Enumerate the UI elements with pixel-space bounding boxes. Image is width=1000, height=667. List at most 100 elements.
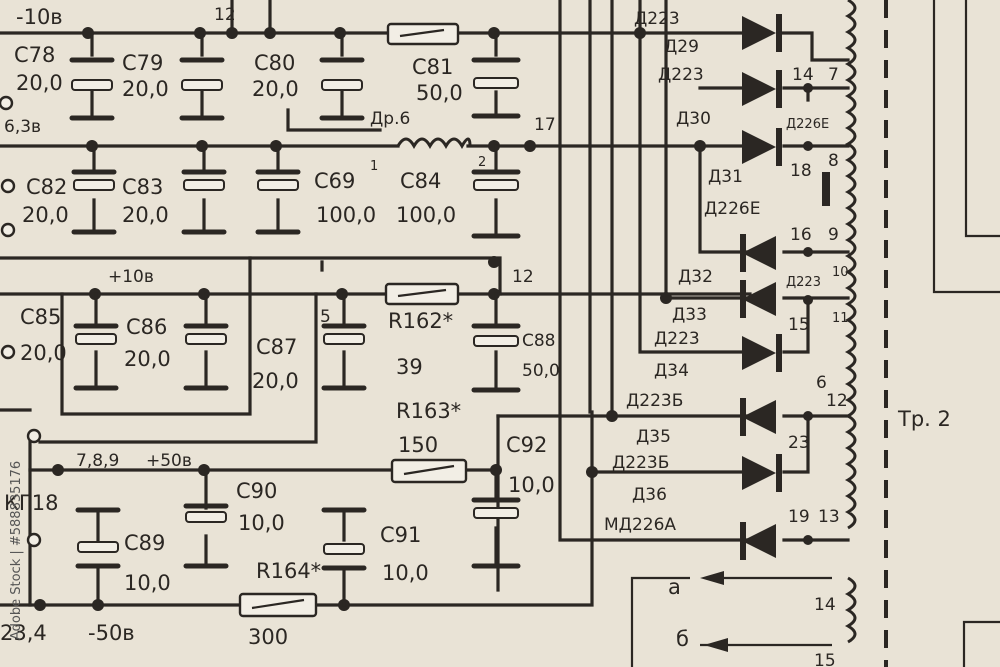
res-r164-value: 300 xyxy=(248,625,288,649)
capacitor-symbols xyxy=(69,31,521,607)
cap-c80-value: 20,0 xyxy=(252,77,299,101)
pin-10: 10 xyxy=(832,265,849,280)
cap-c78-name: C78 xyxy=(14,43,55,67)
transformer-winding xyxy=(822,0,888,667)
res-r162-name: R162* xyxy=(388,309,453,333)
pin-16: 16 xyxy=(790,225,812,245)
cap-c81-name: C81 xyxy=(412,55,453,79)
connector-pins: 7,8,9 xyxy=(76,451,119,471)
pin-n2: 2 xyxy=(478,155,486,170)
transformer-label: Тр. 2 xyxy=(897,407,951,431)
cap-c90-name: C90 xyxy=(236,479,277,503)
cap-c87-name: C87 xyxy=(256,335,297,359)
diode-d30-name: Д30 xyxy=(676,109,711,129)
diode-d36-name: Д36 xyxy=(632,485,667,505)
pin-n1: 1 xyxy=(370,159,378,174)
voltage-neg10: -10в xyxy=(16,5,63,29)
diode-d35-name: Д35 xyxy=(636,427,671,447)
cap-c92-value: 10,0 xyxy=(508,473,555,497)
terminal-a: а xyxy=(668,575,681,599)
pin-11: 11 xyxy=(832,311,849,326)
res-r164-name: R164* xyxy=(256,559,321,583)
pin-6: 6 xyxy=(816,373,827,393)
connector-name: КГ18 xyxy=(4,491,58,515)
cap-c80-name: C80 xyxy=(254,51,295,75)
cap-c78-value: 20,0 xyxy=(16,71,63,95)
cap-c92-name: C92 xyxy=(506,433,547,457)
pin-top12: 12 xyxy=(214,5,236,25)
pin-23: 23 xyxy=(788,433,810,453)
cap-c82-name: C82 xyxy=(26,175,67,199)
pin-13: 13 xyxy=(818,507,840,527)
diode-d31-type: Д226Е xyxy=(704,199,760,219)
cap-c90-value: 10,0 xyxy=(238,511,285,535)
voltage-pos50: +50в xyxy=(146,451,192,471)
diode-d34-name: Д34 xyxy=(654,361,689,381)
cap-c86-name: C86 xyxy=(126,315,167,339)
cap-c91-value: 10,0 xyxy=(382,561,429,585)
cap-c83-name: C83 xyxy=(122,175,163,199)
pin-15: 15 xyxy=(788,315,810,335)
terminal-arrows xyxy=(700,571,728,652)
cap-c88-value: 50,0 xyxy=(522,361,560,381)
labels: C78 20,0 C79 20,0 C80 20,0 C81 50,0 C82 … xyxy=(0,5,951,667)
pin-14b: 14 xyxy=(814,595,836,615)
diode-d31-name: Д31 xyxy=(708,167,743,187)
resistor-symbols xyxy=(238,22,468,618)
cap-c91-name: C91 xyxy=(380,523,421,547)
terminals-left xyxy=(0,95,42,548)
cap-c69-name: C69 xyxy=(314,169,355,193)
pin-12t: 12 xyxy=(826,391,848,411)
cap-c79-value: 20,0 xyxy=(122,77,169,101)
watermark: Adobe Stock | #588835176 xyxy=(9,461,24,640)
cap-c85-value: 20,0 xyxy=(20,341,67,365)
cap-c82-value: 20,0 xyxy=(22,203,69,227)
pin-14t: 14 xyxy=(792,65,814,85)
diode-d36-type: МД226А xyxy=(604,515,676,535)
pin-17: 17 xyxy=(534,115,556,135)
cap-c85-name: C85 xyxy=(20,305,61,329)
voltage-neg50: -50в xyxy=(88,621,135,645)
pin-8: 8 xyxy=(828,151,839,171)
diode-d32-name: Д32 xyxy=(678,267,713,287)
diode-d34-type: Д223Б xyxy=(626,391,683,411)
pin-15b: 15 xyxy=(814,651,836,667)
connector-bottom: 23,4 xyxy=(0,621,47,645)
pin-n5: 5 xyxy=(320,307,331,327)
diode-d30-type: Д226Е xyxy=(786,117,829,132)
diode-symbols xyxy=(740,14,782,560)
pin-mid12: 12 xyxy=(512,267,534,287)
cap-c89-name: C89 xyxy=(124,531,165,555)
diode-d29-type: Д223 xyxy=(658,65,704,85)
cap-c83-value: 20,0 xyxy=(122,203,169,227)
diode-d35-type: Д223Б xyxy=(612,453,669,473)
cap-c84-value: 100,0 xyxy=(396,203,456,227)
res-r162-value: 39 xyxy=(396,355,423,379)
res-r163-value: 150 xyxy=(398,433,438,457)
choke-coil xyxy=(396,137,472,150)
frame-lines xyxy=(932,0,1000,667)
cap-c84-name: C84 xyxy=(400,169,441,193)
cap-c88-name: C88 xyxy=(522,331,556,351)
diode-d33-name: Д33 xyxy=(672,305,707,325)
diode-d33-type: Д223 xyxy=(654,329,700,349)
terminal-b: б xyxy=(676,627,689,651)
pin-9: 9 xyxy=(828,225,839,245)
choke-label: Др.6 xyxy=(370,109,410,129)
junctions xyxy=(34,27,813,611)
voltage-pos10: +10в xyxy=(108,267,154,287)
voltage-6-3: 6,3в xyxy=(4,117,41,137)
diode-top-name: Д223 xyxy=(634,9,680,29)
pin-18: 18 xyxy=(790,161,812,181)
pin-7: 7 xyxy=(828,65,839,85)
cap-c86-value: 20,0 xyxy=(124,347,171,371)
cap-c81-value: 50,0 xyxy=(416,81,463,105)
pin-19: 19 xyxy=(788,507,810,527)
res-r163-name: R163* xyxy=(396,399,461,423)
diode-d29-name: Д29 xyxy=(664,37,699,57)
cap-c79-name: C79 xyxy=(122,51,163,75)
cap-c69-value: 100,0 xyxy=(316,203,376,227)
diode-d32-type: Д223 xyxy=(786,275,821,290)
